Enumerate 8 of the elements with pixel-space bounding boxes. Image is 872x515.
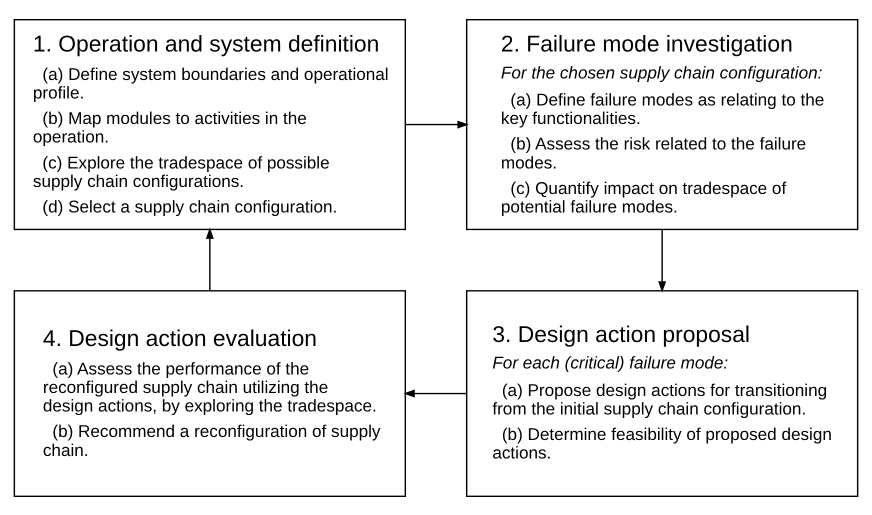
arrow [403, 389, 467, 398]
arrow [658, 229, 666, 292]
node-box: 3. Design action proposal For each (critical) failure mode: (a) Propose design actions for transitioning from the initial supply chain configuration. (b) Determine feasibility of proposed design actions. [466, 290, 858, 496]
node-box: 1. Operation and system definition (a) Define system boundaries and operational profile. (b) Map modules to activities in the operation. (c) Explore the tradespace of possible supply chain configurations. (d) Select a supply chain configuration. [14, 18, 406, 230]
arrow [406, 120, 469, 128]
node-box: 4. Design action evaluation (a) Assess the performance of the reconfigured supply chain utilizing the design actions, by exploring the tradespace. (b) Recommend a reconfiguration of supply chain. [14, 290, 406, 496]
arrow [206, 227, 214, 290]
node-box: 2. Failure mode investigation For the chosen supply chain configuration: (a) Define failure modes as relating to the key functionalities. (b) Assess the risk related to the failure modes. (c) Quantify impact on tradespace of potential failure modes. [466, 18, 858, 230]
